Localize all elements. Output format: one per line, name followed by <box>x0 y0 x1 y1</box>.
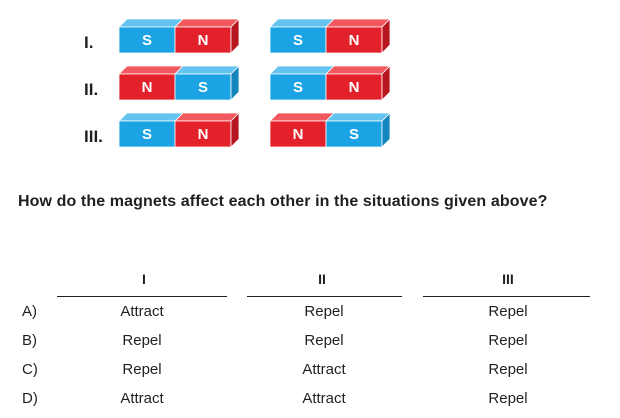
option-a-cell-2: Repel <box>304 303 344 320</box>
option-d-cell-2: Attract <box>302 390 346 407</box>
magnet-row3-left-north-label: N <box>198 126 209 143</box>
column-underline-3 <box>423 296 590 297</box>
row-label-2: II. <box>84 80 99 99</box>
question-text: How do the magnets affect each other in … <box>18 193 548 210</box>
magnet-row3-left-north-side-face <box>230 112 240 148</box>
option-b-cell-1: Repel <box>122 332 162 349</box>
option-d-cell-1: Attract <box>120 390 164 407</box>
magnet-row1-left-south-label: S <box>142 32 152 49</box>
option-c-cell-3: Repel <box>488 361 528 378</box>
magnet-row3-right-south-label: S <box>349 126 359 143</box>
magnet-row2-right-north-label: N <box>349 79 360 96</box>
magnet-row2-left-south-label: S <box>198 79 208 96</box>
row-label-3: III. <box>84 127 103 146</box>
magnet-row3-right-north-label: N <box>293 126 304 143</box>
option-b-cell-3: Repel <box>488 332 528 349</box>
magnet-row2-left-north-label: N <box>142 79 153 96</box>
magnet-row1-left-north-label: N <box>198 32 209 49</box>
magnet-row2-left-south-top-face <box>174 65 240 75</box>
magnet-row2-left-north-top-face <box>118 65 184 75</box>
column-underline-2 <box>247 296 402 297</box>
column-header-3: III <box>502 271 514 287</box>
magnet-diagram: S N S N N S S N S N N S <box>118 18 391 148</box>
option-b-letter[interactable]: B) <box>22 332 37 349</box>
option-c-cell-1: Repel <box>122 361 162 378</box>
magnet-row2-left-south-side-face <box>230 65 240 101</box>
magnet-row2-right-south-label: S <box>293 79 303 96</box>
column-underline-1 <box>57 296 227 297</box>
option-c-letter[interactable]: C) <box>22 361 38 378</box>
magnet-row1-right-south-top-face <box>269 18 335 28</box>
magnet-row1-right-north-top-face <box>325 18 391 28</box>
magnet-row1-right-north-label: N <box>349 32 360 49</box>
magnet-row1-left-north-side-face <box>230 18 240 54</box>
magnet-row3-left-north-top-face <box>174 112 240 122</box>
magnet-row2-right-south-top-face <box>269 65 335 75</box>
option-a-letter[interactable]: A) <box>22 303 37 320</box>
magnet-row1-left-south-top-face <box>118 18 184 28</box>
magnet-row2-right-north-side-face <box>381 65 391 101</box>
option-b-cell-2: Repel <box>304 332 344 349</box>
magnet-row1-right-north-side-face <box>381 18 391 54</box>
magnet-row3-left-south-top-face <box>118 112 184 122</box>
magnet-row1-left-north-top-face <box>174 18 240 28</box>
magnet-row3-right-south-top-face <box>325 112 391 122</box>
option-a-cell-1: Attract <box>120 303 164 320</box>
column-header-2: II <box>318 271 326 287</box>
column-header-1: I <box>142 271 146 287</box>
magnet-row3-left-south-label: S <box>142 126 152 143</box>
option-c-cell-2: Attract <box>302 361 346 378</box>
row-label-1: I. <box>84 33 94 52</box>
magnet-row2-right-north-top-face <box>325 65 391 75</box>
magnet-row3-right-south-side-face <box>381 112 391 148</box>
magnet-row3-right-north-top-face <box>269 112 335 122</box>
option-d-cell-3: Repel <box>488 390 528 407</box>
option-a-cell-3: Repel <box>488 303 528 320</box>
magnet-row1-right-south-label: S <box>293 32 303 49</box>
option-d-letter[interactable]: D) <box>22 390 38 407</box>
